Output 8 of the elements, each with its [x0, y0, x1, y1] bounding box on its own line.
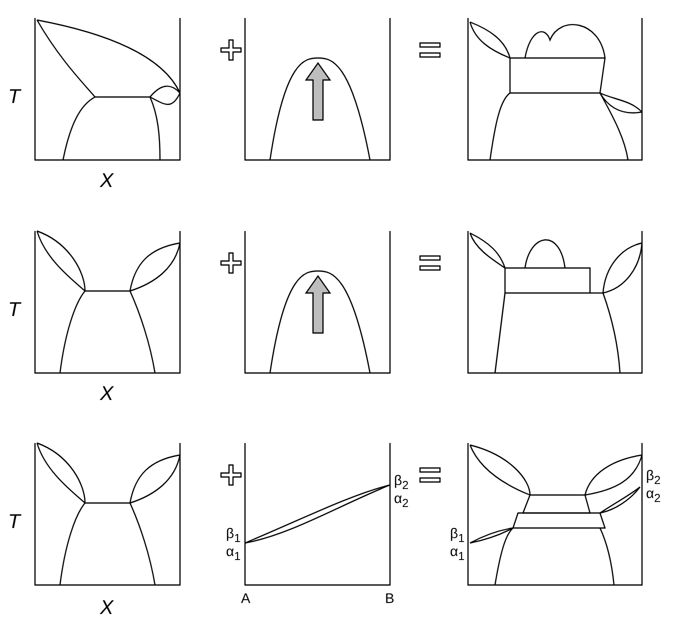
axis-label: B	[385, 590, 394, 606]
axis-label: X	[100, 383, 114, 405]
axis-label: T	[8, 299, 20, 321]
axis-label: T	[8, 511, 20, 533]
axis-label: T	[8, 86, 20, 108]
axis-label: X	[100, 597, 114, 619]
axis-label: A	[241, 590, 250, 606]
axis-label: X	[100, 170, 114, 192]
